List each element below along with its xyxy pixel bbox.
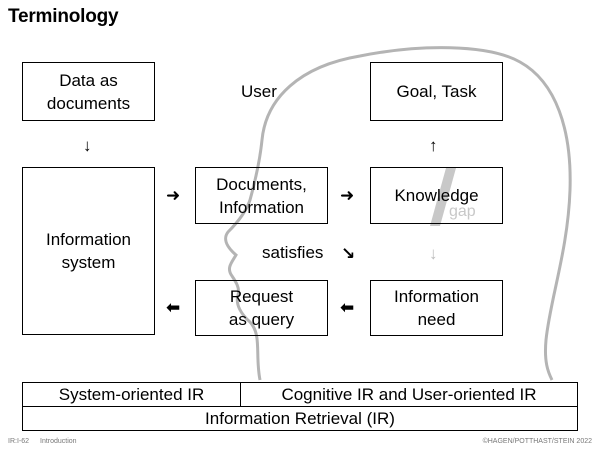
arrow-down-right-icon: ↘ bbox=[341, 244, 356, 263]
cognitive-ir-label: Cognitive IR and User-oriented IR bbox=[281, 384, 537, 404]
knowledge-label: Knowledge bbox=[394, 186, 479, 205]
arrow-right-icon: ➜ bbox=[340, 186, 355, 205]
arrow-down-faded-icon: ↓ bbox=[429, 244, 438, 263]
information-retrieval-label: Information Retrieval (IR) bbox=[205, 408, 395, 428]
documents-information-box: Documents, Information bbox=[195, 167, 328, 224]
information-retrieval-cell: Information Retrieval (IR) bbox=[22, 406, 578, 431]
slide-title: Terminology bbox=[8, 6, 119, 27]
knowledge-box: Knowledge bbox=[370, 167, 503, 224]
satisfies-label: satisfies bbox=[262, 243, 324, 262]
goal-task-box: Goal, Task bbox=[370, 62, 503, 121]
data-as-documents-label: Data as documents bbox=[46, 70, 131, 113]
arrow-left-icon: ⬅ bbox=[166, 298, 181, 317]
documents-information-label: Documents, Information bbox=[216, 174, 307, 217]
arrow-up-icon: ↑ bbox=[429, 136, 438, 155]
gap-stripe bbox=[430, 168, 456, 226]
information-system-box: Information system bbox=[22, 167, 155, 335]
information-need-label: Information need bbox=[393, 287, 480, 329]
slide-number: IR:I-62 bbox=[8, 438, 30, 445]
gap-label: gap bbox=[449, 203, 476, 220]
arrow-down-icon: ↓ bbox=[83, 136, 92, 155]
copyright: ©HAGEN/POTTHAST/STEIN 2022 bbox=[482, 438, 592, 445]
user-label: User bbox=[241, 82, 277, 101]
section-name: Introduction bbox=[40, 438, 77, 445]
request-as-query-label: Request as query bbox=[228, 287, 295, 329]
head-outline bbox=[224, 46, 572, 381]
system-oriented-ir-label: System-oriented IR bbox=[58, 384, 205, 404]
request-as-query-box: Request as query bbox=[195, 280, 328, 336]
arrow-left-icon: ⬅ bbox=[340, 298, 355, 317]
information-system-label: Information system bbox=[45, 230, 132, 272]
system-oriented-ir-cell: System-oriented IR bbox=[22, 382, 241, 407]
data-as-documents-box: Data as documents bbox=[22, 62, 155, 121]
arrow-right-icon: ➜ bbox=[166, 186, 181, 205]
cognitive-ir-cell: Cognitive IR and User-oriented IR bbox=[240, 382, 578, 407]
goal-task-label: Goal, Task bbox=[396, 82, 477, 101]
information-need-box: Information need bbox=[370, 280, 503, 336]
